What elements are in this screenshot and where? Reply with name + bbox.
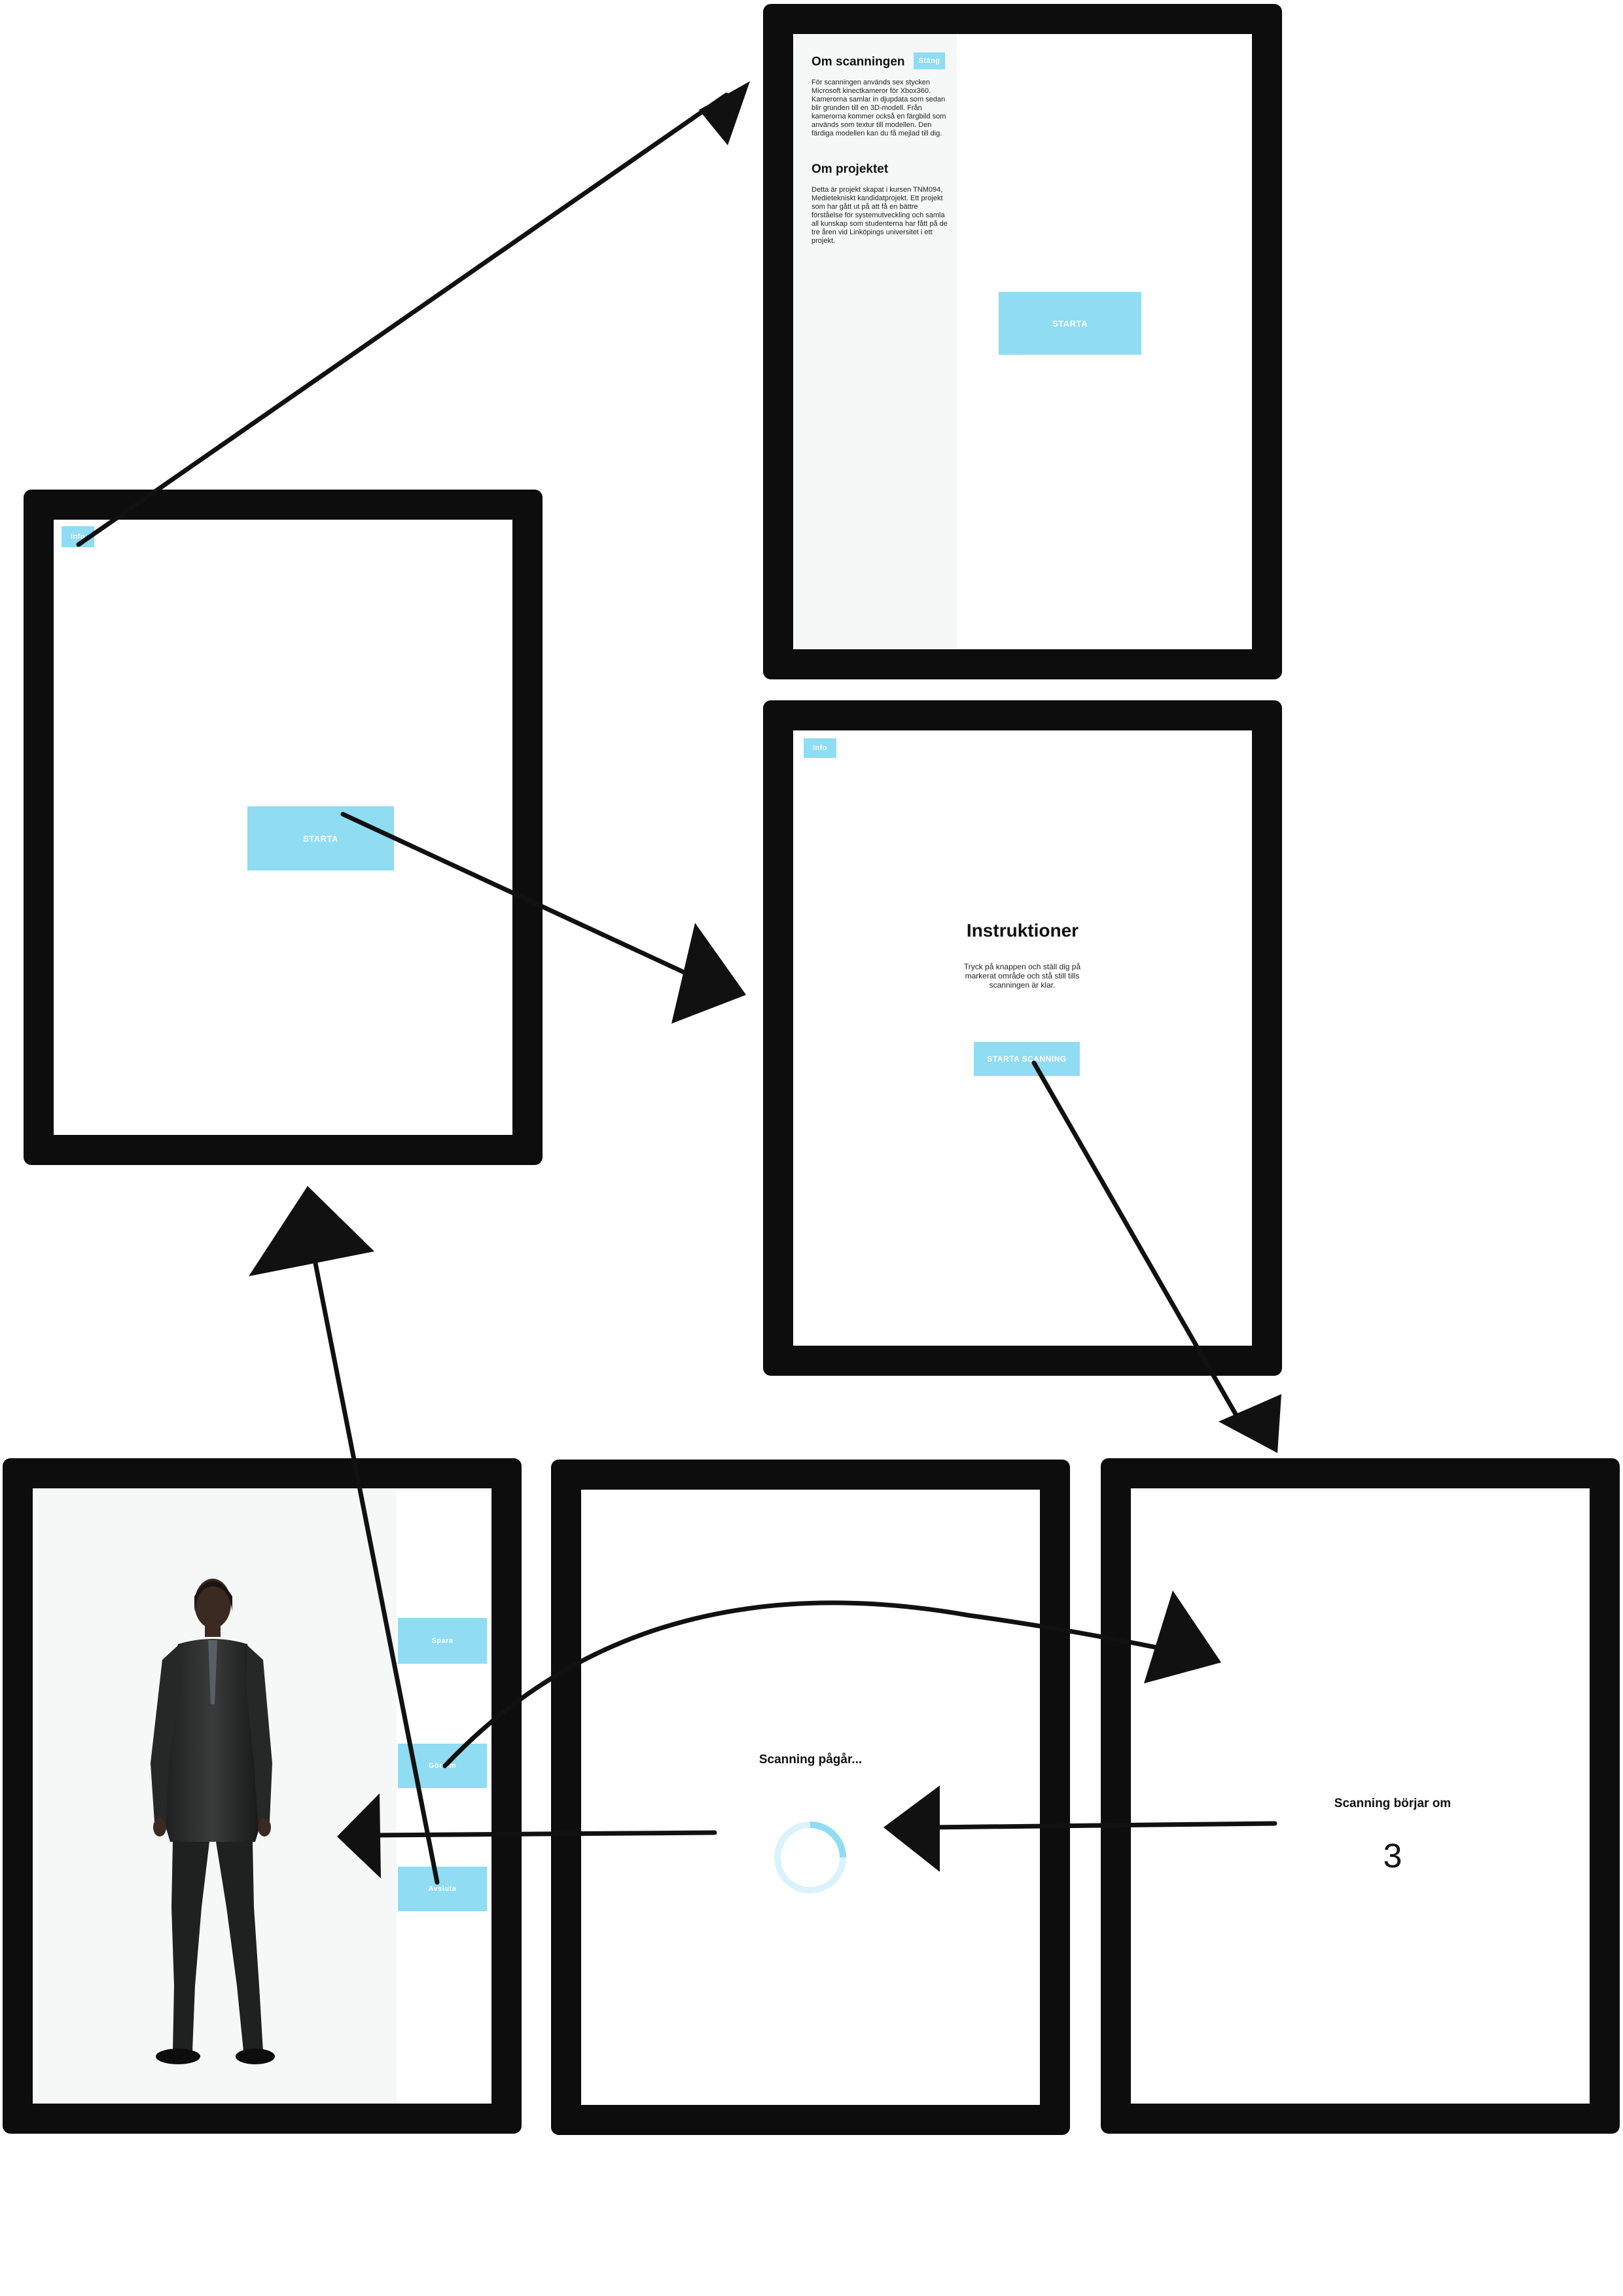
info-button[interactable]: Info [804,738,836,758]
instructions-title: Instruktioner [966,920,1079,941]
scanning-text: För scanningen används sex stycken Micro… [812,79,946,137]
progress-screen: Scanning pågår... [581,1490,1040,2105]
instructions-text: Tryck på knappen och ställ dig på marker… [963,962,1081,990]
start-button[interactable]: STARTA [247,806,394,870]
scanned-person-model [151,1579,275,2064]
tablet-info-screen: Om scanningen Stäng För scanningen använ… [763,4,1282,679]
start-scanning-button[interactable]: STARTA SCANNING [974,1042,1080,1076]
instructions-screen: Info Instruktioner Tryck på knappen och … [793,730,1252,1346]
info-side-panel [793,34,957,649]
arrow-exit-to-start [312,1254,440,1885]
result-screen: Spara Gör om Avsluta [33,1488,491,2104]
tablet-countdown-screen: Scanning börjar om 3 [1101,1458,1620,2134]
arrowhead-redo [1144,1590,1221,1683]
arrowhead-info [699,81,750,145]
arrow-redo-to-countdown [442,1600,1194,1768]
info-screen: Om scanningen Stäng För scanningen använ… [793,34,1252,649]
arrow-instructions-to-countdown [1031,1060,1249,1436]
arrow-start-to-info [76,92,729,547]
start-screen: Info STARTA [54,520,512,1135]
project-text: Detta är projekt skapat i kursen TNM094,… [812,186,948,245]
arrowhead-start [249,1186,374,1276]
arrowhead-countdown [1219,1394,1281,1453]
countdown-screen: Scanning börjar om 3 [1131,1488,1590,2104]
project-title: Om projektet [812,162,889,176]
arrow-countdown-to-progress [927,1821,1277,1830]
model-viewer[interactable] [33,1488,397,2104]
tablet-progress-screen: Scanning pågår... [551,1460,1070,2135]
arrowhead-instructions [671,923,746,1024]
tablet-start-screen: Info STARTA [24,490,543,1165]
arrowhead-result [337,1793,381,1878]
arrow-start-to-instructions [340,812,703,982]
countdown-label: Scanning börjar om [1334,1797,1452,1810]
tablet-result-screen: Spara Gör om Avsluta [3,1458,522,2134]
progress-label: Scanning pågår... [758,1753,863,1767]
countdown-number: 3 [1383,1837,1402,1875]
exit-button[interactable]: Avsluta [398,1867,487,1911]
loading-spinner-icon [774,1821,846,1893]
arrow-progress-to-result [370,1830,717,1838]
arrowhead-progress [883,1785,940,1872]
save-button[interactable]: Spara [398,1618,487,1664]
info-start-button[interactable]: STARTA [999,292,1141,355]
scanning-title: Om scanningen [812,55,905,69]
close-button[interactable]: Stäng [914,52,945,69]
tablet-instructions-screen: Info Instruktioner Tryck på knappen och … [763,700,1282,1376]
